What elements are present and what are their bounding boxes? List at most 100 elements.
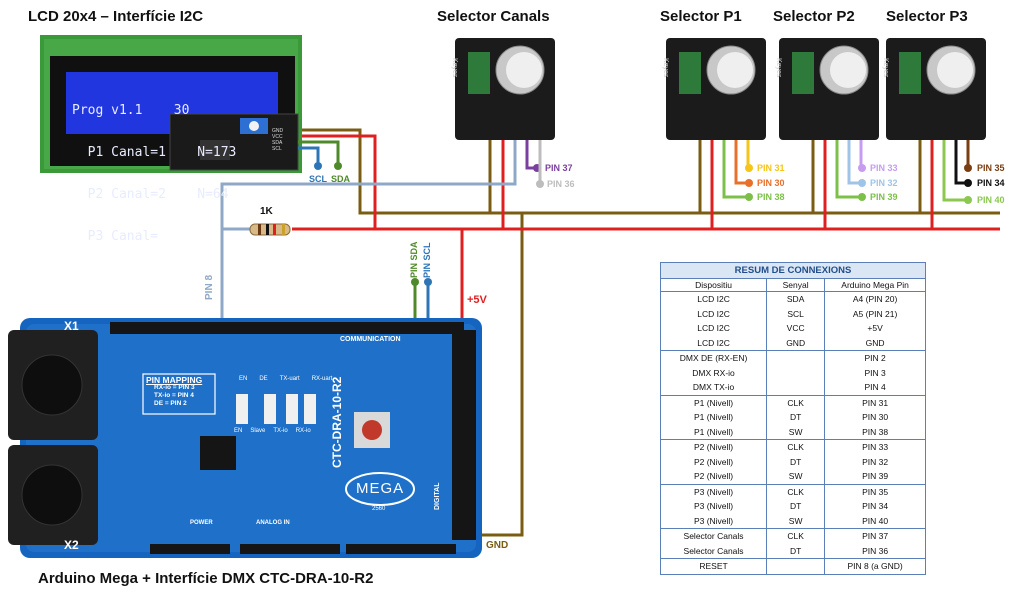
encoder-brand-p2: Keyes — [775, 58, 782, 78]
summary-cell-signal: CLK — [766, 483, 826, 499]
encoder-selector-canals — [455, 38, 555, 140]
summary-cell-signal: DT — [766, 543, 826, 559]
summary-cell-device: DMX DE (RX-EN) — [661, 350, 767, 366]
board-model: CTC-DRA-10-R2 — [330, 376, 344, 468]
summary-cell-pin: PIN 34 — [862, 501, 889, 511]
summary-cell-pin: PIN 3 — [864, 367, 886, 378]
summary-cell-device: P1 (Nivell) — [693, 426, 734, 437]
i2c-pin-gnd: GND — [272, 128, 284, 134]
digital-label: DIGITAL — [434, 482, 441, 510]
lcd-scl-label: SCL — [309, 174, 327, 184]
header-pin: Arduino Mega Pin — [824, 279, 925, 292]
encoder-brand-canals: Keyes — [451, 58, 458, 78]
summary-row: DMX TX-io PIN 4 — [661, 380, 925, 395]
lcd-line-2: P1 Canal=1 N=173 — [72, 145, 237, 160]
pin38-label: PIN 38 — [757, 192, 785, 202]
jumper-en: EN — [239, 376, 248, 382]
summary-cell-pin: PIN 31 — [824, 394, 925, 410]
mega-2560-label: 2560 — [372, 506, 386, 512]
power-label: POWER — [190, 520, 213, 526]
arduino-title: Arduino Mega + Interfície DMX CTC-DRA-10… — [38, 570, 374, 587]
encoder-brand-p1: Keyes — [662, 58, 669, 78]
selector-p3-title: Selector P3 — [886, 8, 968, 25]
gnd-wire — [300, 128, 1000, 215]
lcd-title: LCD 20x4 – Interfície I2C — [28, 8, 204, 25]
summary-cell-signal: SW — [766, 424, 826, 440]
summary-cell-device: DMX TX-io — [692, 382, 735, 392]
encoder-selector-p2 — [779, 38, 879, 140]
pin31-label: PIN 31 — [757, 163, 785, 173]
lcd-screen: Prog v1.1 30 P1 Canal=1 N=173 P2 Canal=2… — [72, 76, 236, 258]
summary-cell-pin: PIN 37 — [824, 528, 925, 544]
summary-cell-pin: PIN 40 — [862, 515, 889, 526]
summary-cell-pin: PIN 2 — [824, 350, 925, 366]
pin-scl-label: PIN SCL — [422, 242, 432, 278]
lcd-sda-label: SDA — [331, 174, 351, 184]
summary-cell-pin: PIN 36 — [862, 545, 889, 556]
summary-cell-device: LCD I2C — [697, 323, 730, 333]
summary-cell-pin: A4 (PIN 20) — [824, 291, 925, 307]
summary-cell-device: P1 (Nivell) — [693, 412, 734, 422]
summary-cell-device: P3 (Nivell) — [693, 515, 734, 526]
summary-cell-pin: PIN 4 — [864, 382, 886, 392]
pin39-label: PIN 39 — [870, 192, 898, 202]
encoder-selector-p3 — [886, 38, 986, 140]
summary-cell-signal: CLK — [766, 439, 826, 455]
pin-mapping-title: PIN MAPPING — [146, 375, 203, 385]
summary-cell-signal: CLK — [766, 528, 826, 544]
pin-mapping-line-1: RX-io = PIN 3 — [154, 384, 195, 391]
summary-cell-device: RESET — [661, 558, 767, 574]
summary-cell-device: P1 (Nivell) — [661, 394, 767, 410]
summary-cell-signal — [766, 365, 826, 380]
jumper-en-low: EN — [234, 428, 243, 434]
pin37-label: PIN 37 — [545, 163, 573, 173]
x1-label: X1 — [64, 319, 79, 333]
summary-cell-signal: SW — [766, 469, 826, 484]
selector-canals-title: Selector Canals — [437, 8, 550, 25]
summary-cell-device: LCD I2C — [697, 337, 730, 348]
summary-cell-signal: SW — [766, 513, 826, 529]
selector-p1-title: Selector P1 — [660, 8, 742, 25]
summary-cell-device: P2 (Nivell) — [661, 439, 767, 455]
pin36-label: PIN 36 — [547, 179, 575, 189]
summary-cell-device: Selector Canals — [661, 528, 767, 544]
jumper-rx-io: RX-io — [295, 428, 311, 434]
header-signal: Senyal — [766, 279, 826, 292]
pin-mapping-line-3: DE = PIN 2 — [154, 400, 187, 407]
header-device: Dispositiu — [661, 279, 767, 292]
summary-row: P2 (Nivell) DT PIN 32 — [661, 454, 925, 469]
jumper-slave: Slave — [250, 428, 266, 434]
x2-label: X2 — [64, 538, 79, 552]
summary-header-row: Dispositiu Senyal Arduino Mega Pin — [661, 279, 925, 292]
analog-in-label: ANALOG IN — [256, 520, 290, 526]
summary-cell-pin: A5 (PIN 21) — [852, 308, 898, 319]
summary-cell-pin: +5V — [867, 323, 883, 333]
i2c-pin-scl: SCL — [272, 146, 282, 152]
summary-cell-pin: PIN 32 — [862, 456, 889, 467]
mega-logo: MEGA — [356, 480, 405, 497]
i2c-pin-labels: GND VCC SDA SCL — [272, 128, 283, 152]
summary-cell-device: P2 (Nivell) — [693, 456, 734, 467]
summary-cell-signal: CLK — [766, 394, 826, 410]
summary-row: P3 (Nivell) SW PIN 40 — [661, 513, 925, 529]
jumper-tx-uart: TX-uart — [279, 376, 300, 382]
summary-cell-signal: DT — [766, 499, 826, 514]
pin33-label: PIN 33 — [870, 163, 898, 173]
selector-p2-title: Selector P2 — [773, 8, 855, 25]
pin-mapping-line-2: TX-io = PIN 4 — [154, 392, 194, 399]
summary-cell-device: P2 (Nivell) — [693, 471, 734, 481]
summary-cell-pin: PIN 39 — [862, 471, 889, 481]
lcd-module — [40, 35, 302, 173]
connection-summary-table: RESUM DE CONNEXIONS Dispositiu Senyal Ar… — [660, 262, 926, 575]
summary-cell-signal: DT — [766, 454, 826, 469]
summary-cell-device: LCD I2C — [697, 308, 730, 319]
